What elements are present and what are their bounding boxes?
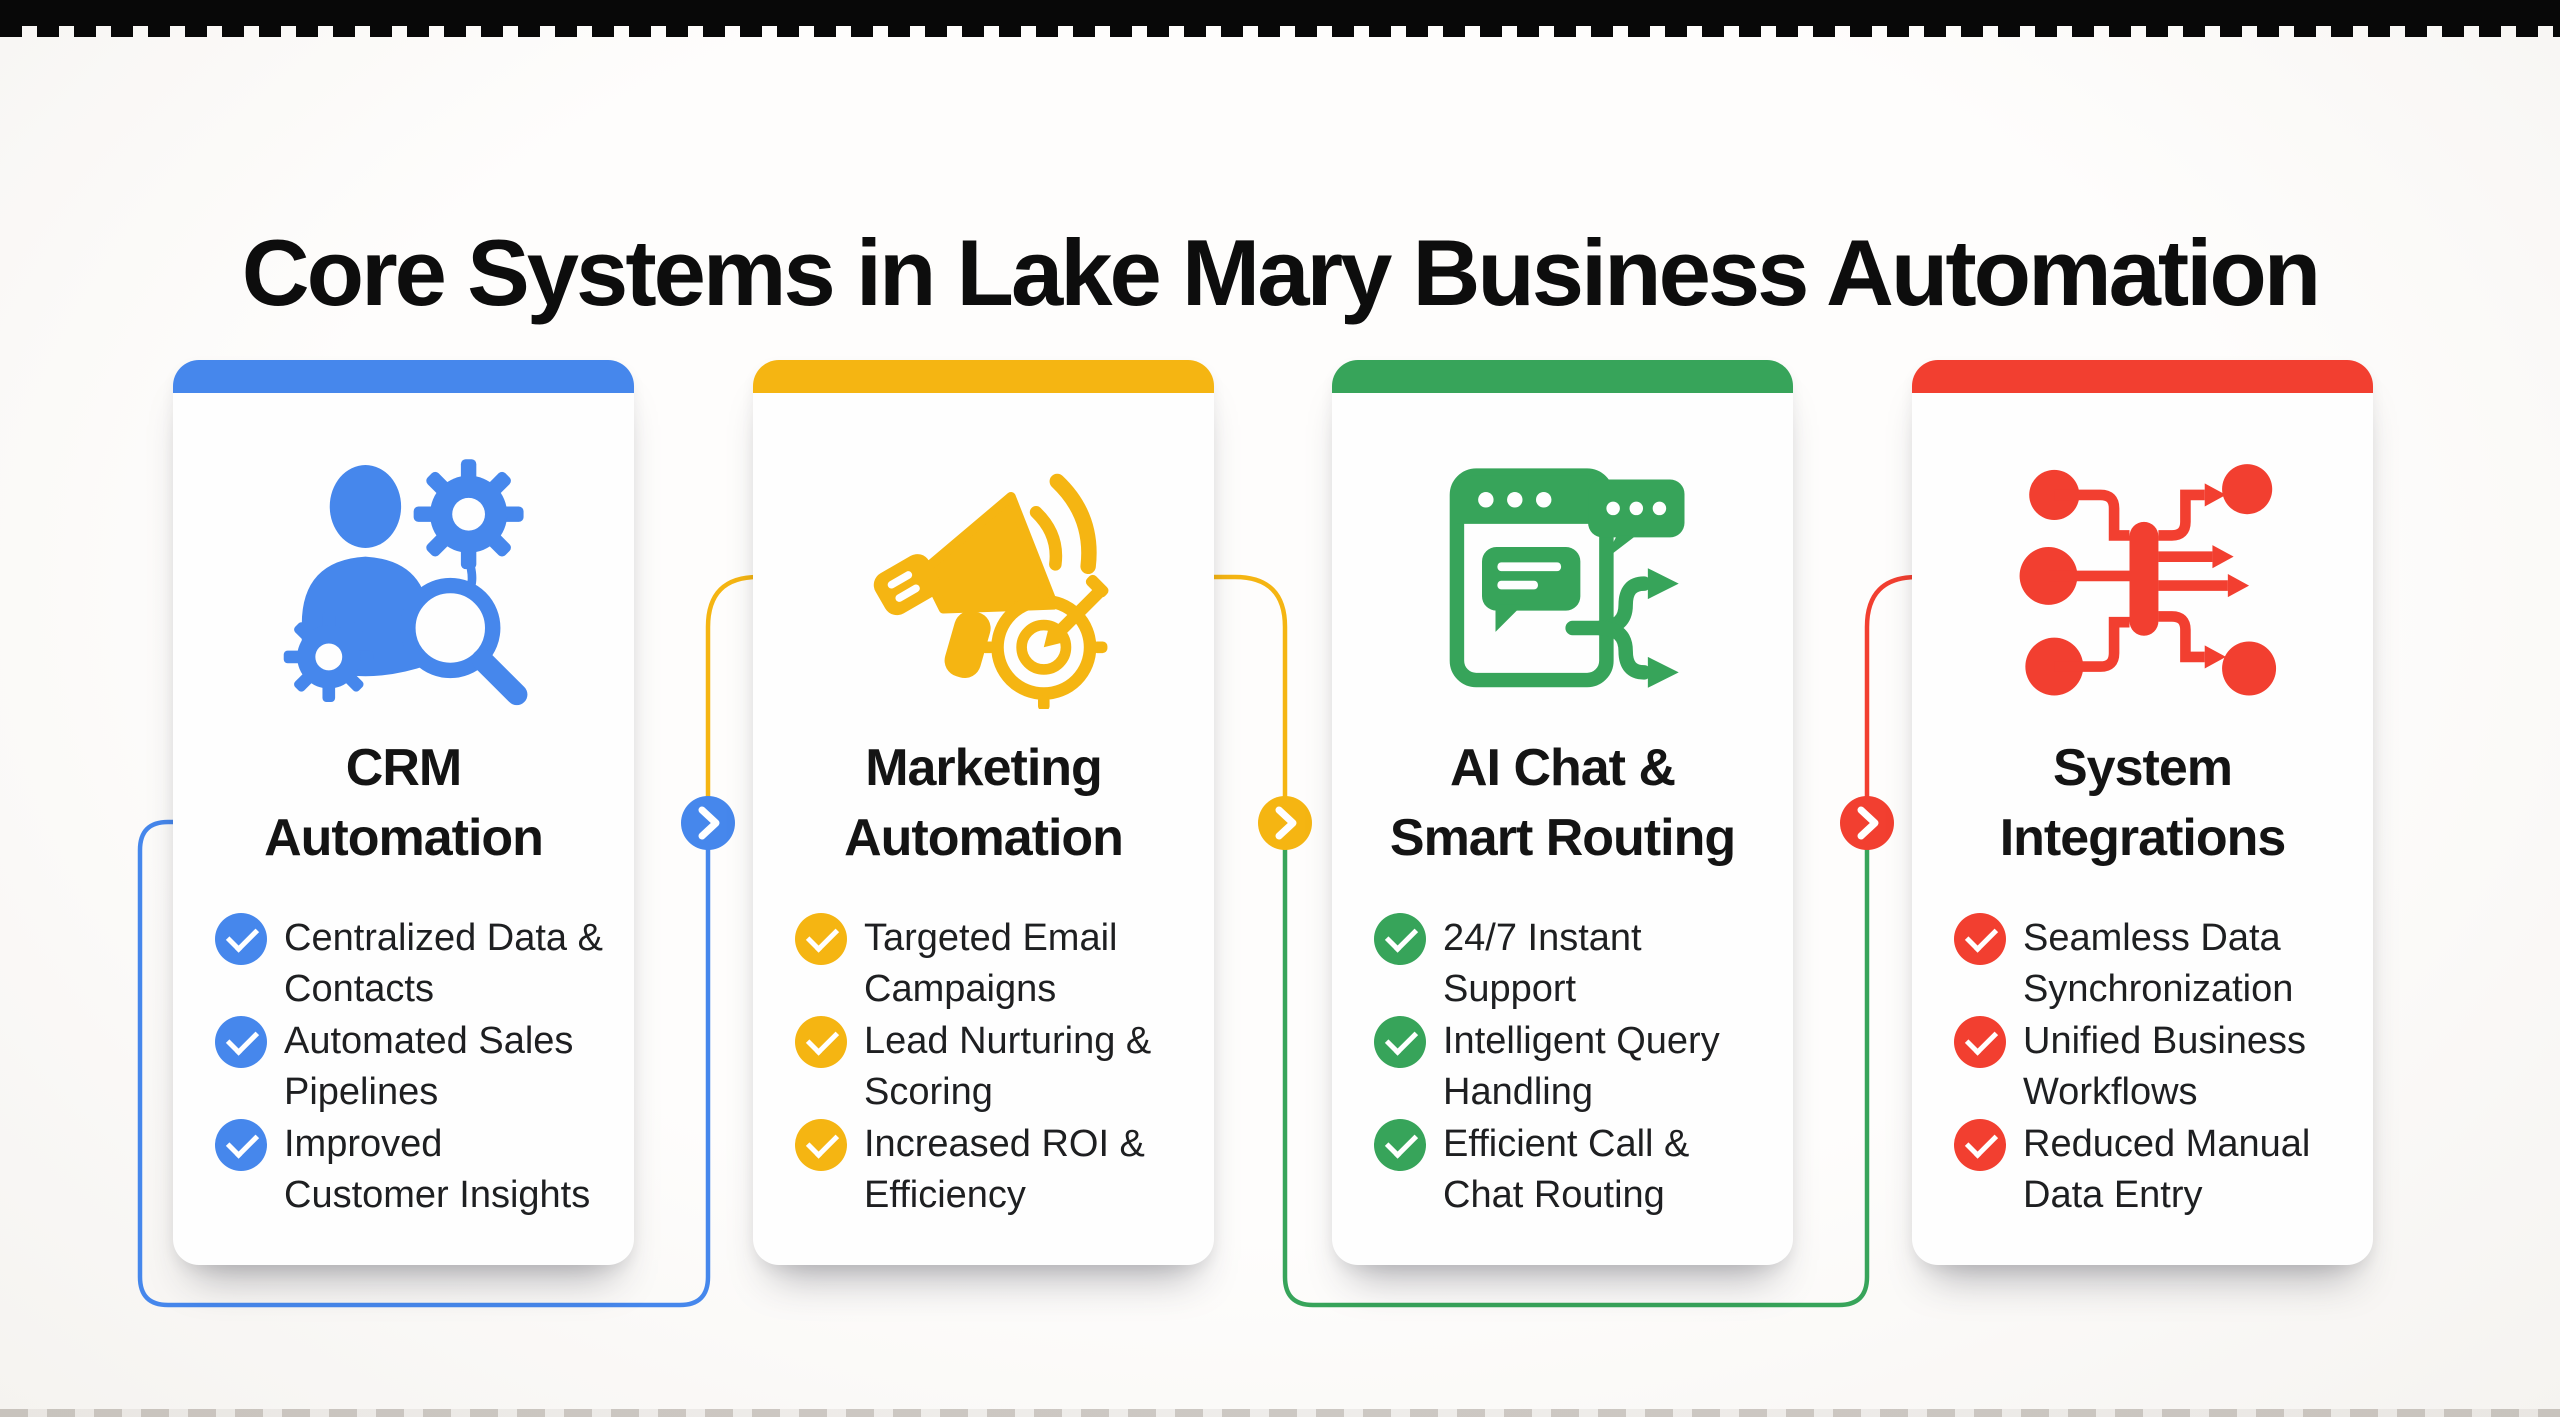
check-icon bbox=[795, 1119, 847, 1171]
bullet-item: Efficient Call & Chat Routing bbox=[1374, 1119, 1771, 1222]
chevron-circle-red bbox=[1840, 796, 1894, 850]
bullet-list: 24/7 Instant Support Intelligent Query H… bbox=[1374, 913, 1771, 1222]
check-icon bbox=[795, 1016, 847, 1068]
bullet-item: Unified Business Workflows bbox=[1954, 1016, 2351, 1119]
film-strip-top bbox=[0, 0, 2560, 37]
bullet-text: Lead Nurturing & Scoring bbox=[864, 1020, 1152, 1113]
bullet-item: Centralized Data & Contacts bbox=[215, 913, 612, 1016]
bullet-item: Increased ROI & Efficiency bbox=[795, 1119, 1192, 1222]
page-title: Core Systems in Lake Mary Business Autom… bbox=[241, 219, 2321, 325]
check-icon bbox=[1954, 913, 2006, 965]
ai-chat-smart-routing-icon bbox=[1428, 439, 1698, 709]
check-icon bbox=[215, 1119, 267, 1171]
chevron-right-icon bbox=[698, 806, 720, 840]
card-title: System Integrations bbox=[1999, 739, 2287, 867]
card-title: CRM Automation bbox=[264, 739, 544, 867]
bullet-text: Targeted Email Campaigns bbox=[864, 917, 1118, 1010]
card-title: AI Chat & Smart Routing bbox=[1389, 739, 1736, 867]
marketing-automation-icon bbox=[849, 439, 1119, 709]
chevron-right-icon bbox=[1857, 806, 1879, 840]
bullet-list: Targeted Email Campaigns Lead Nurturing … bbox=[795, 913, 1192, 1222]
bullet-list: Seamless Data Synchronization Unified Bu… bbox=[1954, 913, 2351, 1222]
card-accent-bar bbox=[1332, 360, 1793, 393]
bullet-text: Centralized Data & Contacts bbox=[284, 917, 603, 1010]
check-icon bbox=[1954, 1016, 2006, 1068]
bullet-text: Reduced Manual Data Entry bbox=[2023, 1123, 2311, 1216]
bullet-text: Improved Customer Insights bbox=[284, 1123, 591, 1216]
bullet-item: Reduced Manual Data Entry bbox=[1954, 1119, 2351, 1222]
chevron-circle-yellow bbox=[1258, 796, 1312, 850]
connector-chevron-1 bbox=[681, 796, 735, 850]
film-strip-bottom bbox=[0, 1409, 2560, 1417]
card-crm-automation: CRM Automation Centralized Data & Contac… bbox=[173, 360, 634, 1265]
chevron-right-icon bbox=[1275, 806, 1297, 840]
connector-line-blue-loop bbox=[137, 819, 711, 1308]
check-icon bbox=[1374, 1016, 1426, 1068]
bullet-list: Centralized Data & Contacts Automated Sa… bbox=[215, 913, 612, 1222]
bullet-text: 24/7 Instant Support bbox=[1443, 917, 1642, 1010]
bullet-text: Intelligent Query Handling bbox=[1443, 1020, 1720, 1113]
bullet-item: Lead Nurturing & Scoring bbox=[795, 1016, 1192, 1119]
bullet-text: Unified Business Workflows bbox=[2023, 1020, 2307, 1113]
bullet-item: Seamless Data Synchronization bbox=[1954, 913, 2351, 1016]
bullet-text: Seamless Data Synchronization bbox=[2023, 917, 2294, 1010]
check-icon bbox=[1374, 1119, 1426, 1171]
bullet-text: Increased ROI & Efficiency bbox=[864, 1123, 1145, 1216]
bullet-text: Efficient Call & Chat Routing bbox=[1443, 1123, 1690, 1216]
bullet-item: Targeted Email Campaigns bbox=[795, 913, 1192, 1016]
chevron-circle-blue bbox=[681, 796, 735, 850]
check-icon bbox=[215, 913, 267, 965]
check-icon bbox=[1954, 1119, 2006, 1171]
check-icon bbox=[215, 1016, 267, 1068]
card-accent-bar bbox=[173, 360, 634, 393]
card-title: Marketing Automation bbox=[844, 739, 1124, 867]
bullet-item: Automated Sales Pipelines bbox=[215, 1016, 612, 1119]
connector-chevron-2 bbox=[1258, 796, 1312, 850]
connector-chevron-3 bbox=[1840, 796, 1894, 850]
card-accent-bar bbox=[1912, 360, 2373, 393]
bullet-item: Intelligent Query Handling bbox=[1374, 1016, 1771, 1119]
check-icon bbox=[795, 913, 847, 965]
card-system-integrations: System Integrations Seamless Data Synchr… bbox=[1912, 360, 2373, 1265]
system-integrations-icon bbox=[2008, 439, 2278, 709]
bullet-item: 24/7 Instant Support bbox=[1374, 913, 1771, 1016]
card-ai-chat-smart-routing: AI Chat & Smart Routing 24/7 Instant Sup… bbox=[1332, 360, 1793, 1265]
card-marketing-automation: Marketing Automation Targeted Email Camp… bbox=[753, 360, 1214, 1265]
connector-line-green-loop bbox=[1282, 820, 1870, 1308]
card-accent-bar bbox=[753, 360, 1214, 393]
check-icon bbox=[1374, 913, 1426, 965]
crm-automation-icon bbox=[269, 439, 539, 709]
connector-line-yellow-right bbox=[1189, 574, 1288, 826]
bullet-text: Automated Sales Pipelines bbox=[284, 1020, 574, 1113]
bullet-item: Improved Customer Insights bbox=[215, 1119, 612, 1222]
